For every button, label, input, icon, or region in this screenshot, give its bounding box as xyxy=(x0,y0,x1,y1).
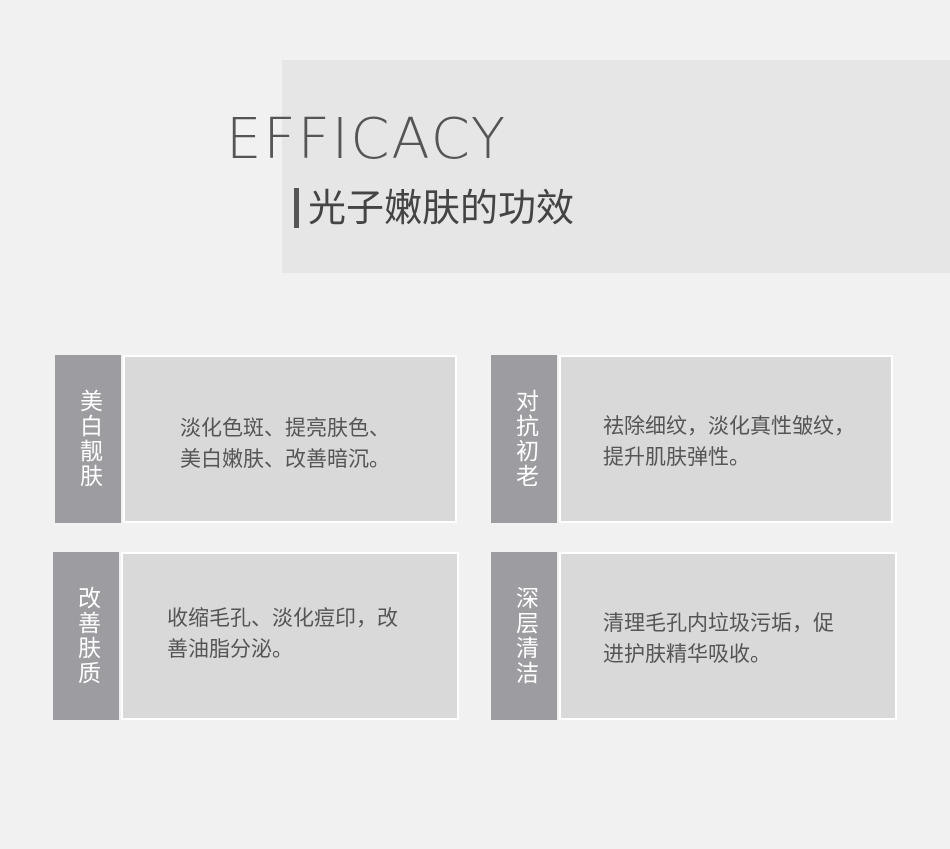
card-description: 收缩毛孔、淡化痘印，改 善油脂分泌。 xyxy=(167,603,437,665)
card-tag-panel: 改善肤质 xyxy=(53,552,119,720)
card-description: 祛除细纹，淡化真性皱纹， 提升肌肤弹性。 xyxy=(603,411,888,473)
card-description-line: 进护肤精华吸收。 xyxy=(603,642,771,666)
title-accent-bar xyxy=(294,188,299,228)
card-body: 淡化色斑、提亮肤色、 美白嫩肤、改善暗沉。 xyxy=(123,355,457,523)
card-description: 淡化色斑、提亮肤色、 美白嫩肤、改善暗沉。 xyxy=(180,413,440,475)
card-description-line: 收缩毛孔、淡化痘印，改 xyxy=(167,606,398,630)
card-description-line: 清理毛孔内垃圾污垢，促 xyxy=(603,611,834,635)
card-description-line: 祛除细纹，淡化真性皱纹， xyxy=(603,414,855,438)
card-tag: 深层清洁 xyxy=(511,586,538,686)
card-tag: 美白靓肤 xyxy=(75,389,102,489)
card-tag: 对抗初老 xyxy=(511,389,538,489)
card-description-line: 淡化色斑、提亮肤色、 xyxy=(180,416,390,440)
card-tag-panel: 深层清洁 xyxy=(491,552,557,720)
header-band xyxy=(282,60,950,273)
chinese-title-group: 光子嫩肤的功效 xyxy=(294,186,574,230)
card-body: 收缩毛孔、淡化痘印，改 善油脂分泌。 xyxy=(121,552,459,720)
card-description: 清理毛孔内垃圾污垢，促 进护肤精华吸收。 xyxy=(603,608,878,670)
chinese-title: 光子嫩肤的功效 xyxy=(308,186,575,230)
english-title: EFFICACY xyxy=(226,107,508,172)
card-body: 清理毛孔内垃圾污垢，促 进护肤精华吸收。 xyxy=(559,552,897,720)
card-body: 祛除细纹，淡化真性皱纹， 提升肌肤弹性。 xyxy=(559,355,893,523)
card-tag: 改善肤质 xyxy=(73,586,100,686)
card-tag-panel: 对抗初老 xyxy=(491,355,557,523)
card-description-line: 美白嫩肤、改善暗沉。 xyxy=(180,447,390,471)
card-description-line: 提升肌肤弹性。 xyxy=(603,445,750,469)
card-description-line: 善油脂分泌。 xyxy=(167,637,293,661)
card-tag-panel: 美白靓肤 xyxy=(55,355,121,523)
